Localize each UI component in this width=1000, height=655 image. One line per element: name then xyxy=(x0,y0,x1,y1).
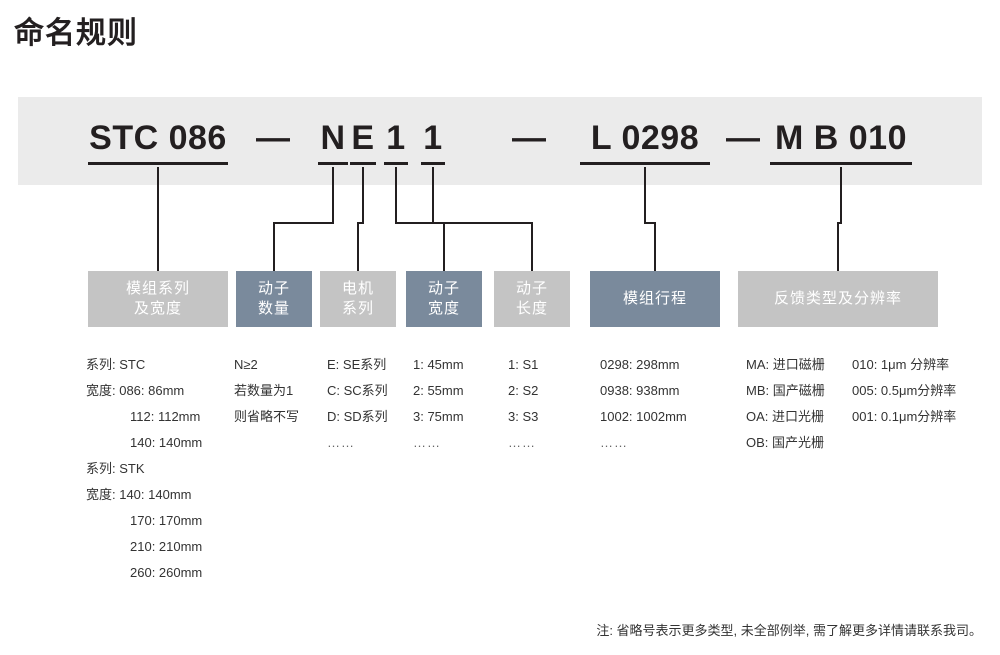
detail-line: …… xyxy=(600,435,628,450)
category-box-label: 动子 长度 xyxy=(515,280,548,317)
code-segment-text: STC 086 xyxy=(89,119,227,157)
page-title: 命名规则 xyxy=(14,17,138,50)
detail-column-mover-count: N≥2 若数量为1 则省略不写 xyxy=(234,352,299,430)
code-segment-text: 1 xyxy=(386,119,406,157)
category-box-6: 反馈类型及分辨率 xyxy=(738,271,938,327)
detail-line: 140: 140mm xyxy=(130,435,203,450)
code-segment-text: N xyxy=(320,119,346,157)
code-segment-underline xyxy=(88,162,228,165)
code-separator-1: — xyxy=(512,119,546,157)
detail-line: 0298: 298mm xyxy=(600,357,680,372)
category-box-4: 动子 长度 xyxy=(494,271,570,327)
detail-line: 2: 55mm xyxy=(413,383,464,398)
code-segment-underline xyxy=(580,162,710,165)
detail-line: 112: 112mm xyxy=(130,409,201,424)
detail-line: D: SD系列 xyxy=(327,409,388,424)
detail-line: MB: 国产磁栅 xyxy=(746,383,825,398)
detail-column-series-width: 系列: STC 宽度: 086: 86mm 112: 112mm 140: 140mm… xyxy=(86,352,202,586)
detail-line: …… xyxy=(413,435,441,450)
category-box-3: 动子 宽度 xyxy=(406,271,482,327)
detail-line: 1002: 1002mm xyxy=(600,409,687,424)
detail-line: 260: 260mm xyxy=(130,565,203,580)
category-box-label: 电机 系列 xyxy=(341,280,374,317)
code-segment-4: 1 xyxy=(421,119,445,165)
category-box-label: 动子 宽度 xyxy=(427,280,460,317)
detail-line: 1: 45mm xyxy=(413,357,464,372)
detail-line: 若数量为1 xyxy=(234,383,294,398)
category-box-2: 电机 系列 xyxy=(320,271,396,327)
code-segment-2: E xyxy=(350,119,376,165)
code-segment-3: 1 xyxy=(384,119,408,165)
code-segment-underline xyxy=(421,162,445,165)
detail-line: OB: 国产光栅 xyxy=(746,435,825,450)
detail-line: 3: 75mm xyxy=(413,409,464,424)
category-box-0: 模组系列 及宽度 xyxy=(88,271,228,327)
detail-line: E: SE系列 xyxy=(327,357,387,372)
footnote: 注: 省略号表示更多类型, 未全部例举, 需了解更多详情请联系我司。 xyxy=(596,623,982,638)
detail-column-stroke: 0298: 298mm 0938: 938mm 1002: 1002mm …… xyxy=(600,352,687,456)
detail-line: MA: 进口磁栅 xyxy=(746,357,825,372)
code-segment-1: N xyxy=(318,119,348,165)
detail-line: 则省略不写 xyxy=(234,409,300,424)
code-segment-0: STC 086 xyxy=(88,119,228,165)
detail-line: 005: 0.5μm分辨率 xyxy=(852,383,957,398)
detail-line: 170: 170mm xyxy=(130,513,203,528)
code-segment-underline xyxy=(770,162,912,165)
code-segment-underline xyxy=(384,162,408,165)
code-segment-5: L 0298 xyxy=(580,119,710,165)
code-segment-text: L 0298 xyxy=(590,119,700,157)
detail-line: 3: S3 xyxy=(508,409,539,424)
detail-line: 0938: 938mm xyxy=(600,383,680,398)
detail-line: OA: 进口光栅 xyxy=(746,409,825,424)
category-box-label: 模组系列 及宽度 xyxy=(125,280,190,317)
detail-line: N≥2 xyxy=(234,357,258,372)
code-segment-underline xyxy=(350,162,376,165)
detail-column-feedback-type: MA: 进口磁栅 MB: 国产磁栅 OA: 进口光栅 OB: 国产光栅 xyxy=(746,352,825,456)
code-segment-text: E xyxy=(351,119,375,157)
code-separator-0: — xyxy=(256,119,290,157)
code-segment-underline xyxy=(318,162,348,165)
detail-line: 系列: STK xyxy=(86,461,145,476)
code-separator-2: — xyxy=(726,119,760,157)
detail-column-mover-length: 1: S1 2: S2 3: S3 …… xyxy=(508,352,538,456)
code-segment-6: M B 010 xyxy=(770,119,912,165)
category-box-5: 模组行程 xyxy=(590,271,720,327)
detail-line: C: SC系列 xyxy=(327,383,388,398)
detail-line: …… xyxy=(327,435,355,450)
detail-line: 宽度: 140: 140mm xyxy=(86,487,192,502)
category-box-label: 反馈类型及分辨率 xyxy=(773,290,902,307)
category-box-label: 模组行程 xyxy=(622,290,687,307)
code-segment-text: 1 xyxy=(423,119,443,157)
detail-line: …… xyxy=(508,435,536,450)
detail-line: 001: 0.1μm分辨率 xyxy=(852,409,957,424)
detail-column-motor-series: E: SE系列 C: SC系列 D: SD系列 …… xyxy=(327,352,388,456)
detail-line: 2: S2 xyxy=(508,383,539,398)
category-box-1: 动子 数量 xyxy=(236,271,312,327)
detail-line: 210: 210mm xyxy=(130,539,203,554)
detail-line: 010: 1μm 分辨率 xyxy=(852,357,950,372)
detail-column-mover-width: 1: 45mm 2: 55mm 3: 75mm …… xyxy=(413,352,464,456)
detail-column-resolution: 010: 1μm 分辨率 005: 0.5μm分辨率 001: 0.1μm分辨率 xyxy=(852,352,956,430)
detail-line: 宽度: 086: 86mm xyxy=(86,383,185,398)
category-box-label: 动子 数量 xyxy=(257,280,290,317)
detail-line: 1: S1 xyxy=(508,357,539,372)
code-segment-text: M B 010 xyxy=(775,119,907,157)
detail-line: 系列: STC xyxy=(86,357,146,372)
